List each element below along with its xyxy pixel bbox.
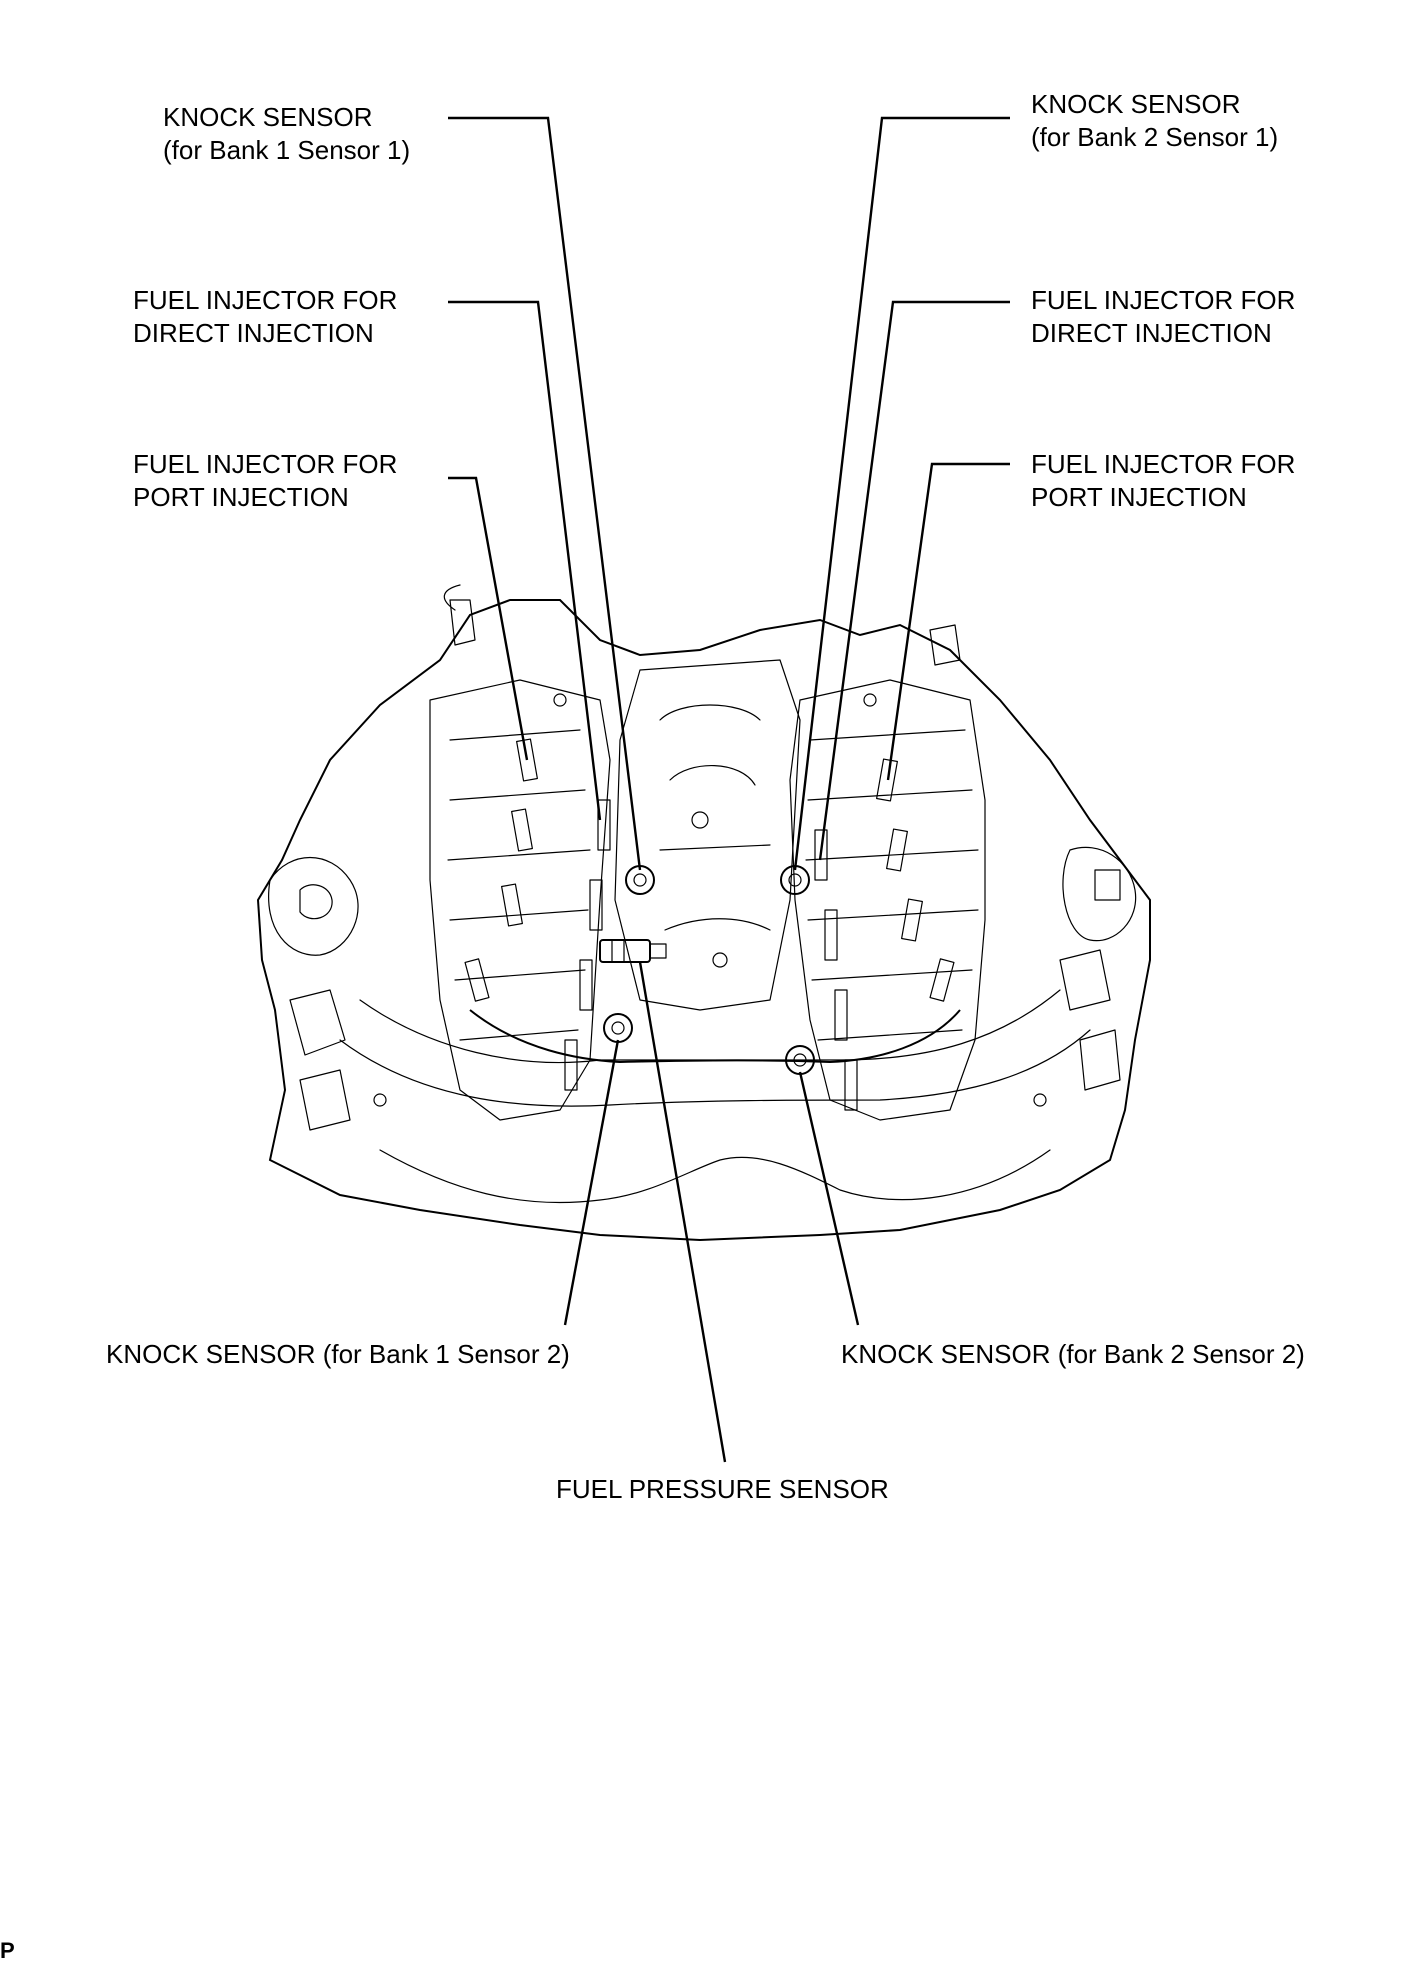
right-bank-head [789,679,986,1121]
label-line: FUEL INJECTOR FOR [1031,285,1296,315]
engine-illustration [256,584,1151,1242]
left-port-injectors [464,738,538,1002]
label-line: FUEL INJECTOR FOR [1031,449,1296,479]
label-knock-sensor-b2s2: KNOCK SENSOR (for Bank 2 Sensor 2) [841,1339,1305,1369]
label-port-injector-right: FUEL INJECTOR FOR PORT INJECTION [1031,448,1295,514]
label-line: FUEL INJECTOR FOR [133,449,398,479]
fuel-pressure-sensor-part [599,939,667,963]
engine-valley [614,659,801,1011]
label-line: KNOCK SENSOR [1031,89,1241,119]
intake-runners [359,989,1061,1064]
label-line: PORT INJECTION [133,482,349,512]
label-port-injector-left: FUEL INJECTOR FOR PORT INJECTION [133,448,397,514]
right-direct-injectors [814,829,858,1111]
label-line: (for Bank 2 Sensor 1) [1031,122,1279,152]
label-line: KNOCK SENSOR [163,102,373,132]
leader-di-right [818,300,1010,861]
engine-outline [256,599,1151,1242]
label-direct-injector-right: FUEL INJECTOR FOR DIRECT INJECTION [1031,284,1295,350]
leader-fuel-pressure [638,961,727,1463]
label-knock-sensor-b1s2: KNOCK SENSOR (for Bank 1 Sensor 2) [106,1339,570,1369]
leader-pi-right [886,462,1010,781]
fuel-delivery-pipe [469,1009,961,1064]
footer-mark: P [0,1938,15,1963]
leader-knock-b2s1 [793,116,1010,871]
label-fuel-pressure-sensor: FUEL PRESSURE SENSOR [556,1474,889,1504]
leader-lines [448,116,1010,1463]
right-port-injectors [876,758,955,1002]
leader-knock-b2s2 [798,1071,860,1326]
leader-knock-b1s2 [563,1039,620,1326]
leader-knock-b1s1 [448,116,642,871]
label-line: (for Bank 1 Sensor 1) [163,135,411,165]
label-line: PORT INJECTION [1031,482,1247,512]
label-direct-injector-left: FUEL INJECTOR FOR DIRECT INJECTION [133,284,397,350]
label-knock-sensor-b2s1: KNOCK SENSOR (for Bank 2 Sensor 1) [1031,88,1278,154]
bolt-details [373,693,1047,1107]
left-accessory [268,857,359,956]
label-knock-sensor-b1s1: KNOCK SENSOR (for Bank 1 Sensor 1) [163,101,410,167]
left-bank-head [429,679,611,1121]
knock-sensor-b1s2-part [603,1013,633,1043]
right-accessory [1062,846,1137,942]
left-direct-injectors [564,799,611,1091]
label-line: FUEL INJECTOR FOR [133,285,398,315]
leader-pi-left [448,476,529,761]
leader-di-left [448,300,602,821]
label-line: DIRECT INJECTION [133,318,374,348]
knock-sensor-b1s1-part [625,865,655,895]
label-line: DIRECT INJECTION [1031,318,1272,348]
